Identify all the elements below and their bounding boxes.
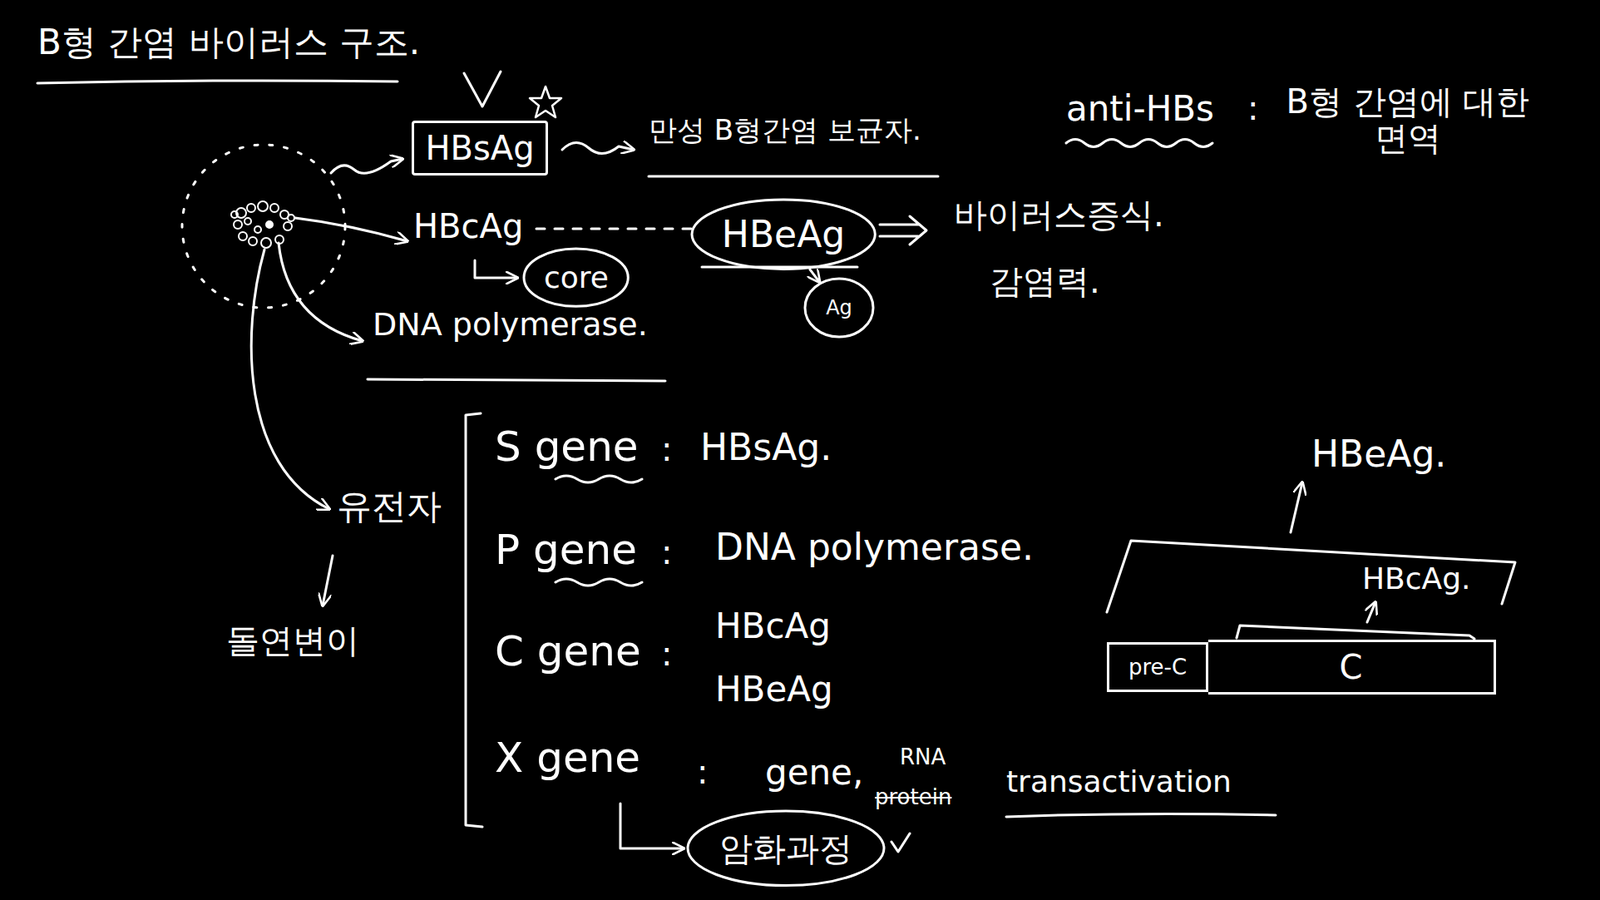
underline <box>701 266 858 269</box>
text-label: C gene <box>494 628 642 675</box>
title-underline <box>37 80 398 84</box>
text-label: protein <box>874 785 952 810</box>
node-text: Ag <box>825 296 853 319</box>
connector <box>809 269 820 282</box>
text-label: : <box>661 430 672 468</box>
node-text: pre-C <box>1128 655 1187 680</box>
bracket <box>465 413 483 827</box>
underline <box>367 379 666 381</box>
node-text: HBsAg <box>424 129 534 167</box>
underline <box>648 175 939 178</box>
text-label: S gene <box>494 424 639 470</box>
arrow <box>278 242 363 341</box>
gene-segment: C <box>1208 639 1497 695</box>
double-arrow <box>879 216 927 245</box>
arrow <box>620 803 684 849</box>
bracket <box>1106 540 1516 613</box>
arrow <box>295 217 408 242</box>
dashed-link <box>536 227 696 231</box>
virus-envelope <box>182 144 346 308</box>
text-label: B형 간염에 대한 면역 <box>1270 83 1546 157</box>
node-text: core <box>543 261 609 295</box>
text-label: HBeAg. <box>1311 434 1447 475</box>
text-label: : <box>696 753 708 791</box>
text-label: HBeAg <box>715 670 834 709</box>
text-label: 만성 B형간염 보균자. <box>648 114 922 146</box>
antigen-box: HBsAg <box>411 120 548 176</box>
circled-core: core <box>522 246 630 308</box>
bracket <box>1236 625 1475 639</box>
wavy-underline <box>555 475 642 483</box>
gene-segment: pre-C <box>1106 641 1209 692</box>
text-label: : <box>1247 89 1259 127</box>
text-label: gene, <box>765 753 864 792</box>
node-text: HBeAg <box>721 214 845 255</box>
text-label: HBcAg <box>413 207 524 245</box>
node-text: 암화과정 <box>719 829 853 867</box>
arrow <box>330 158 403 173</box>
star-mark <box>529 86 562 118</box>
arrow <box>322 555 333 606</box>
circled-antigen: HBeAg <box>690 197 877 271</box>
wavy-underline <box>1066 139 1213 148</box>
text-label: DNA polymerase. <box>372 307 648 343</box>
text-label: HBcAg. <box>1362 562 1471 596</box>
virus-core <box>231 201 295 248</box>
text-label: HBsAg. <box>700 427 832 468</box>
arrow <box>1367 602 1376 623</box>
arrow <box>474 260 518 278</box>
text-label: 감염력. <box>989 262 1101 300</box>
circled-note: Ag <box>803 276 875 339</box>
text-label: P gene <box>494 527 638 573</box>
check-mark <box>891 833 910 852</box>
check-mark <box>464 71 501 107</box>
diagram-title: B형 간염 바이러스 구조. <box>37 23 420 62</box>
text-label: 유전자 <box>336 487 442 526</box>
text-label: : <box>661 635 672 672</box>
text-label: anti-HBs <box>1066 89 1215 129</box>
text-label: DNA polymerase. <box>715 527 1034 568</box>
text-label: transactivation <box>1006 765 1232 799</box>
arrow <box>562 142 634 154</box>
arrow <box>1290 482 1303 533</box>
text-label: 돌연변이 <box>226 622 360 659</box>
text-label: RNA <box>899 745 946 770</box>
wavy-underline <box>555 578 642 586</box>
text-label: : <box>661 533 672 571</box>
text-label: 바이러스증식. <box>953 196 1165 233</box>
text-label: HBcAg <box>715 607 831 646</box>
text-label: X gene <box>494 735 641 781</box>
circled-process: 암화과정 <box>686 809 886 888</box>
node-text: C <box>1339 648 1363 686</box>
arrow <box>251 249 330 509</box>
underline <box>1006 813 1276 817</box>
